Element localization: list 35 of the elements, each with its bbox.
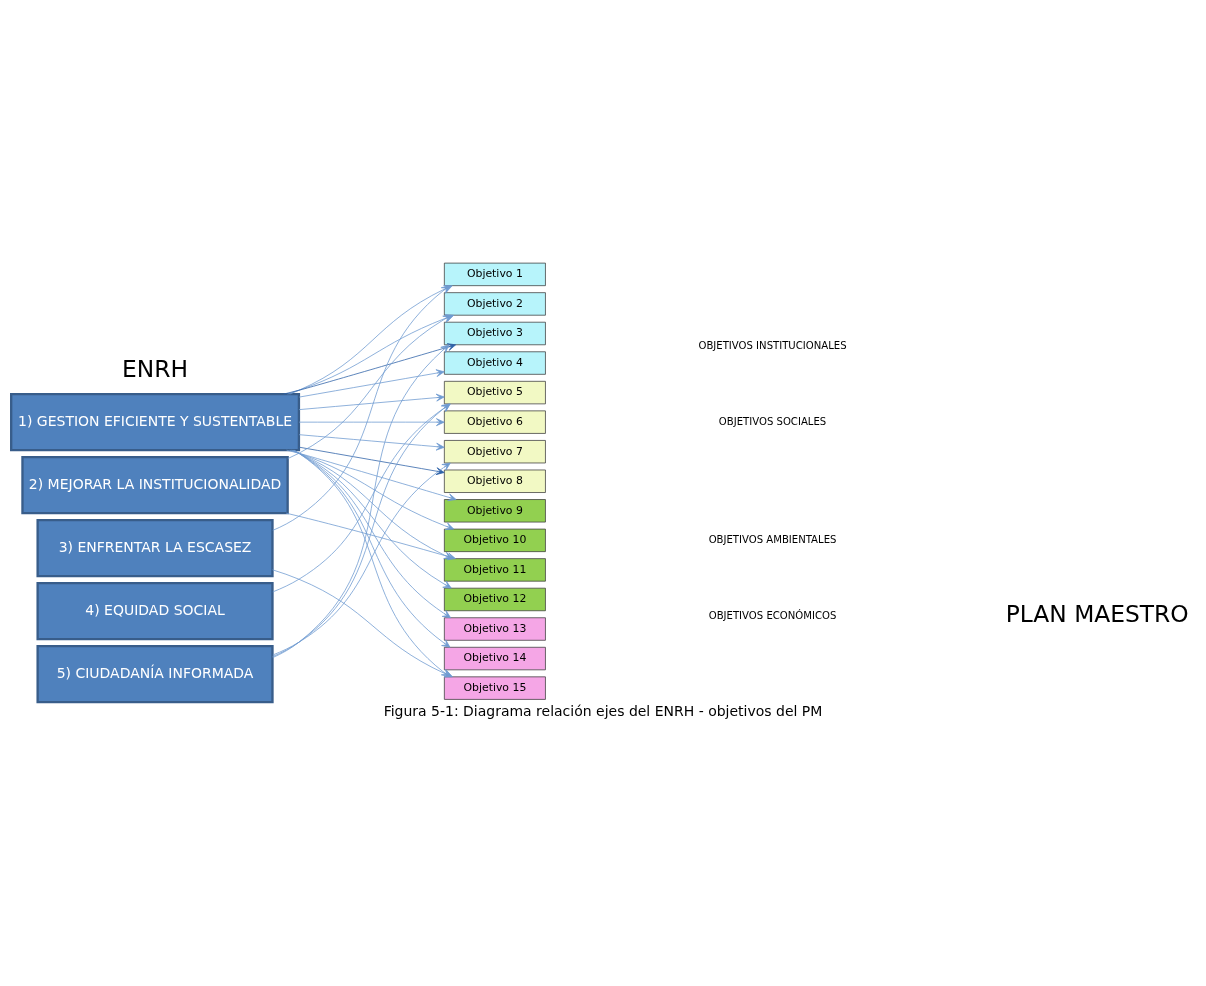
node-box: 5) CIUDADANÍA INFORMADA (36, 644, 274, 703)
arrow (298, 393, 445, 410)
node-box: Objetivo 7 (443, 439, 546, 463)
arrow (289, 449, 455, 530)
node-box: Objetivo 12 (443, 587, 546, 611)
node-box: Objetivo 8 (443, 469, 546, 493)
arrow (298, 417, 445, 426)
node-box: 1) GESTION EFICIENTE Y SUSTENTABLE (10, 392, 301, 451)
label: OBJETIVOS INSTITUCIONALES (698, 339, 847, 351)
node-box: Objetivo 9 (443, 498, 546, 522)
label: PLAN MAESTRO (1005, 599, 1189, 628)
node-box: Objetivo 15 (443, 675, 546, 700)
arrow (298, 433, 445, 451)
label: OBJETIVOS AMBIENTALES (708, 533, 837, 545)
node-box: Objetivo 13 (443, 616, 546, 641)
node-box: Objetivo 4 (443, 350, 546, 375)
caption: Figura 5-1: Diagrama relación ejes del ENRH - objetivos del PM (383, 702, 823, 719)
node-box: 3) ENFRENTAR LA ESCASEZ (36, 518, 274, 577)
label: ENRH (122, 354, 189, 383)
node-box: Objetivo 2 (443, 291, 546, 316)
node-box: Objetivo 1 (443, 262, 546, 286)
node-box: 4) EQUIDAD SOCIAL (36, 581, 274, 640)
node-box: Objetivo 6 (443, 410, 546, 434)
label: OBJETIVOS ECONÓMICOS (708, 609, 837, 621)
node-box: Objetivo 10 (443, 528, 546, 552)
node-box: Objetivo 11 (443, 557, 546, 582)
arrow (283, 342, 457, 395)
arrow (298, 368, 445, 397)
node-box: Objetivo 5 (443, 380, 546, 404)
label: OBJETIVOS SOCIALES (718, 415, 827, 427)
node-box: Objetivo 14 (443, 646, 546, 670)
node-box: Objetivo 3 (443, 321, 546, 345)
node-box: 2) MEJORAR LA INSTITUCIONALIDAD (21, 455, 289, 514)
arrow (286, 449, 457, 501)
arrow (298, 446, 445, 475)
